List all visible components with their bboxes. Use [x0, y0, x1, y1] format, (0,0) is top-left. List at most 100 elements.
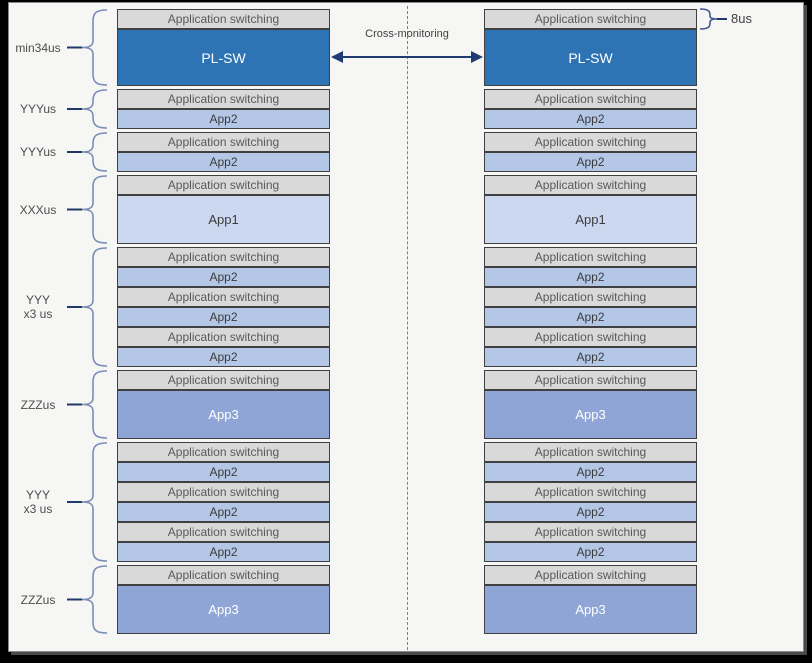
block-app1: App1	[117, 195, 330, 244]
block-app2: App2	[117, 109, 330, 129]
duration-label-line: YYYus	[19, 145, 57, 159]
duration-label-line: ZZZus	[20, 397, 56, 412]
duration-label-line: XXXus	[19, 202, 57, 217]
block-switch: Application switching	[117, 287, 330, 307]
block-app2: App2	[117, 347, 330, 367]
block-app2: App2	[484, 462, 697, 482]
block-app2: App2	[117, 267, 330, 287]
block-app2: App2	[117, 307, 330, 327]
block-app2: App2	[484, 307, 697, 327]
block-app3: App3	[484, 390, 697, 439]
duration-label: ZZZus	[11, 398, 65, 412]
block-switch: Application switching	[117, 482, 330, 502]
block-app2: App2	[484, 267, 697, 287]
duration-label: min34us	[11, 41, 65, 55]
block-switch: Application switching	[484, 442, 697, 462]
block-app2: App2	[484, 542, 697, 562]
duration-label: ZZZus	[11, 593, 65, 607]
8us-brace	[699, 8, 727, 30]
block-switch: Application switching	[117, 9, 330, 29]
block-app3: App3	[117, 585, 330, 634]
block-switch: Application switching	[117, 442, 330, 462]
block-switch: Application switching	[117, 132, 330, 152]
arrow-right-head-icon	[471, 51, 483, 63]
duration-label-line: min34us	[15, 40, 61, 55]
block-app2: App2	[484, 502, 697, 522]
block-switch: Application switching	[484, 370, 697, 390]
block-app2: App2	[484, 347, 697, 367]
block-app1: App1	[484, 195, 697, 244]
block-switch: Application switching	[484, 9, 697, 29]
duration-label: XXXus	[11, 203, 65, 217]
cross-monitoring-divider	[407, 6, 408, 650]
block-switch: Application switching	[484, 522, 697, 542]
left-brace	[67, 89, 108, 129]
block-app2: App2	[117, 152, 330, 172]
left-brace	[67, 370, 108, 439]
block-switch: Application switching	[117, 327, 330, 347]
block-app2: App2	[484, 109, 697, 129]
block-switch: Application switching	[484, 482, 697, 502]
block-switch: Application switching	[117, 89, 330, 109]
left-brace	[67, 565, 108, 634]
block-switch: Application switching	[117, 565, 330, 585]
block-app2: App2	[117, 502, 330, 522]
block-switch: Application switching	[484, 565, 697, 585]
block-plsw: PL-SW	[484, 29, 697, 86]
block-app2: App2	[484, 152, 697, 172]
cross-monitoring-label: Cross-monitoring	[365, 28, 449, 40]
block-app3: App3	[117, 390, 330, 439]
block-switch: Application switching	[484, 287, 697, 307]
block-switch: Application switching	[117, 522, 330, 542]
left-brace	[67, 9, 108, 86]
block-switch: Application switching	[484, 132, 697, 152]
block-switch: Application switching	[484, 327, 697, 347]
duration-label-line: YYY	[25, 488, 50, 502]
block-switch: Application switching	[484, 175, 697, 195]
left-brace	[67, 175, 108, 244]
block-switch: Application switching	[484, 247, 697, 267]
block-switch: Application switching	[117, 175, 330, 195]
block-plsw: PL-SW	[117, 29, 330, 86]
left-brace	[67, 247, 108, 367]
8us-label: 8us	[731, 11, 752, 26]
cross-monitoring-arrow	[342, 56, 472, 58]
duration-label: YYYus	[11, 145, 65, 159]
duration-label-line: YYYus	[19, 102, 57, 116]
arrow-left-head-icon	[331, 51, 343, 63]
duration-label-line: x3 us	[23, 307, 53, 321]
duration-label-line: ZZZus	[20, 592, 56, 607]
left-brace	[67, 442, 108, 562]
block-switch: Application switching	[117, 247, 330, 267]
left-brace	[67, 132, 108, 172]
block-app2: App2	[117, 542, 330, 562]
duration-label: YYYus	[11, 102, 65, 116]
block-app3: App3	[484, 585, 697, 634]
block-switch: Application switching	[117, 370, 330, 390]
duration-label-line: YYY	[25, 293, 50, 307]
block-app2: App2	[117, 462, 330, 482]
block-switch: Application switching	[484, 89, 697, 109]
duration-label-line: x3 us	[23, 502, 53, 516]
